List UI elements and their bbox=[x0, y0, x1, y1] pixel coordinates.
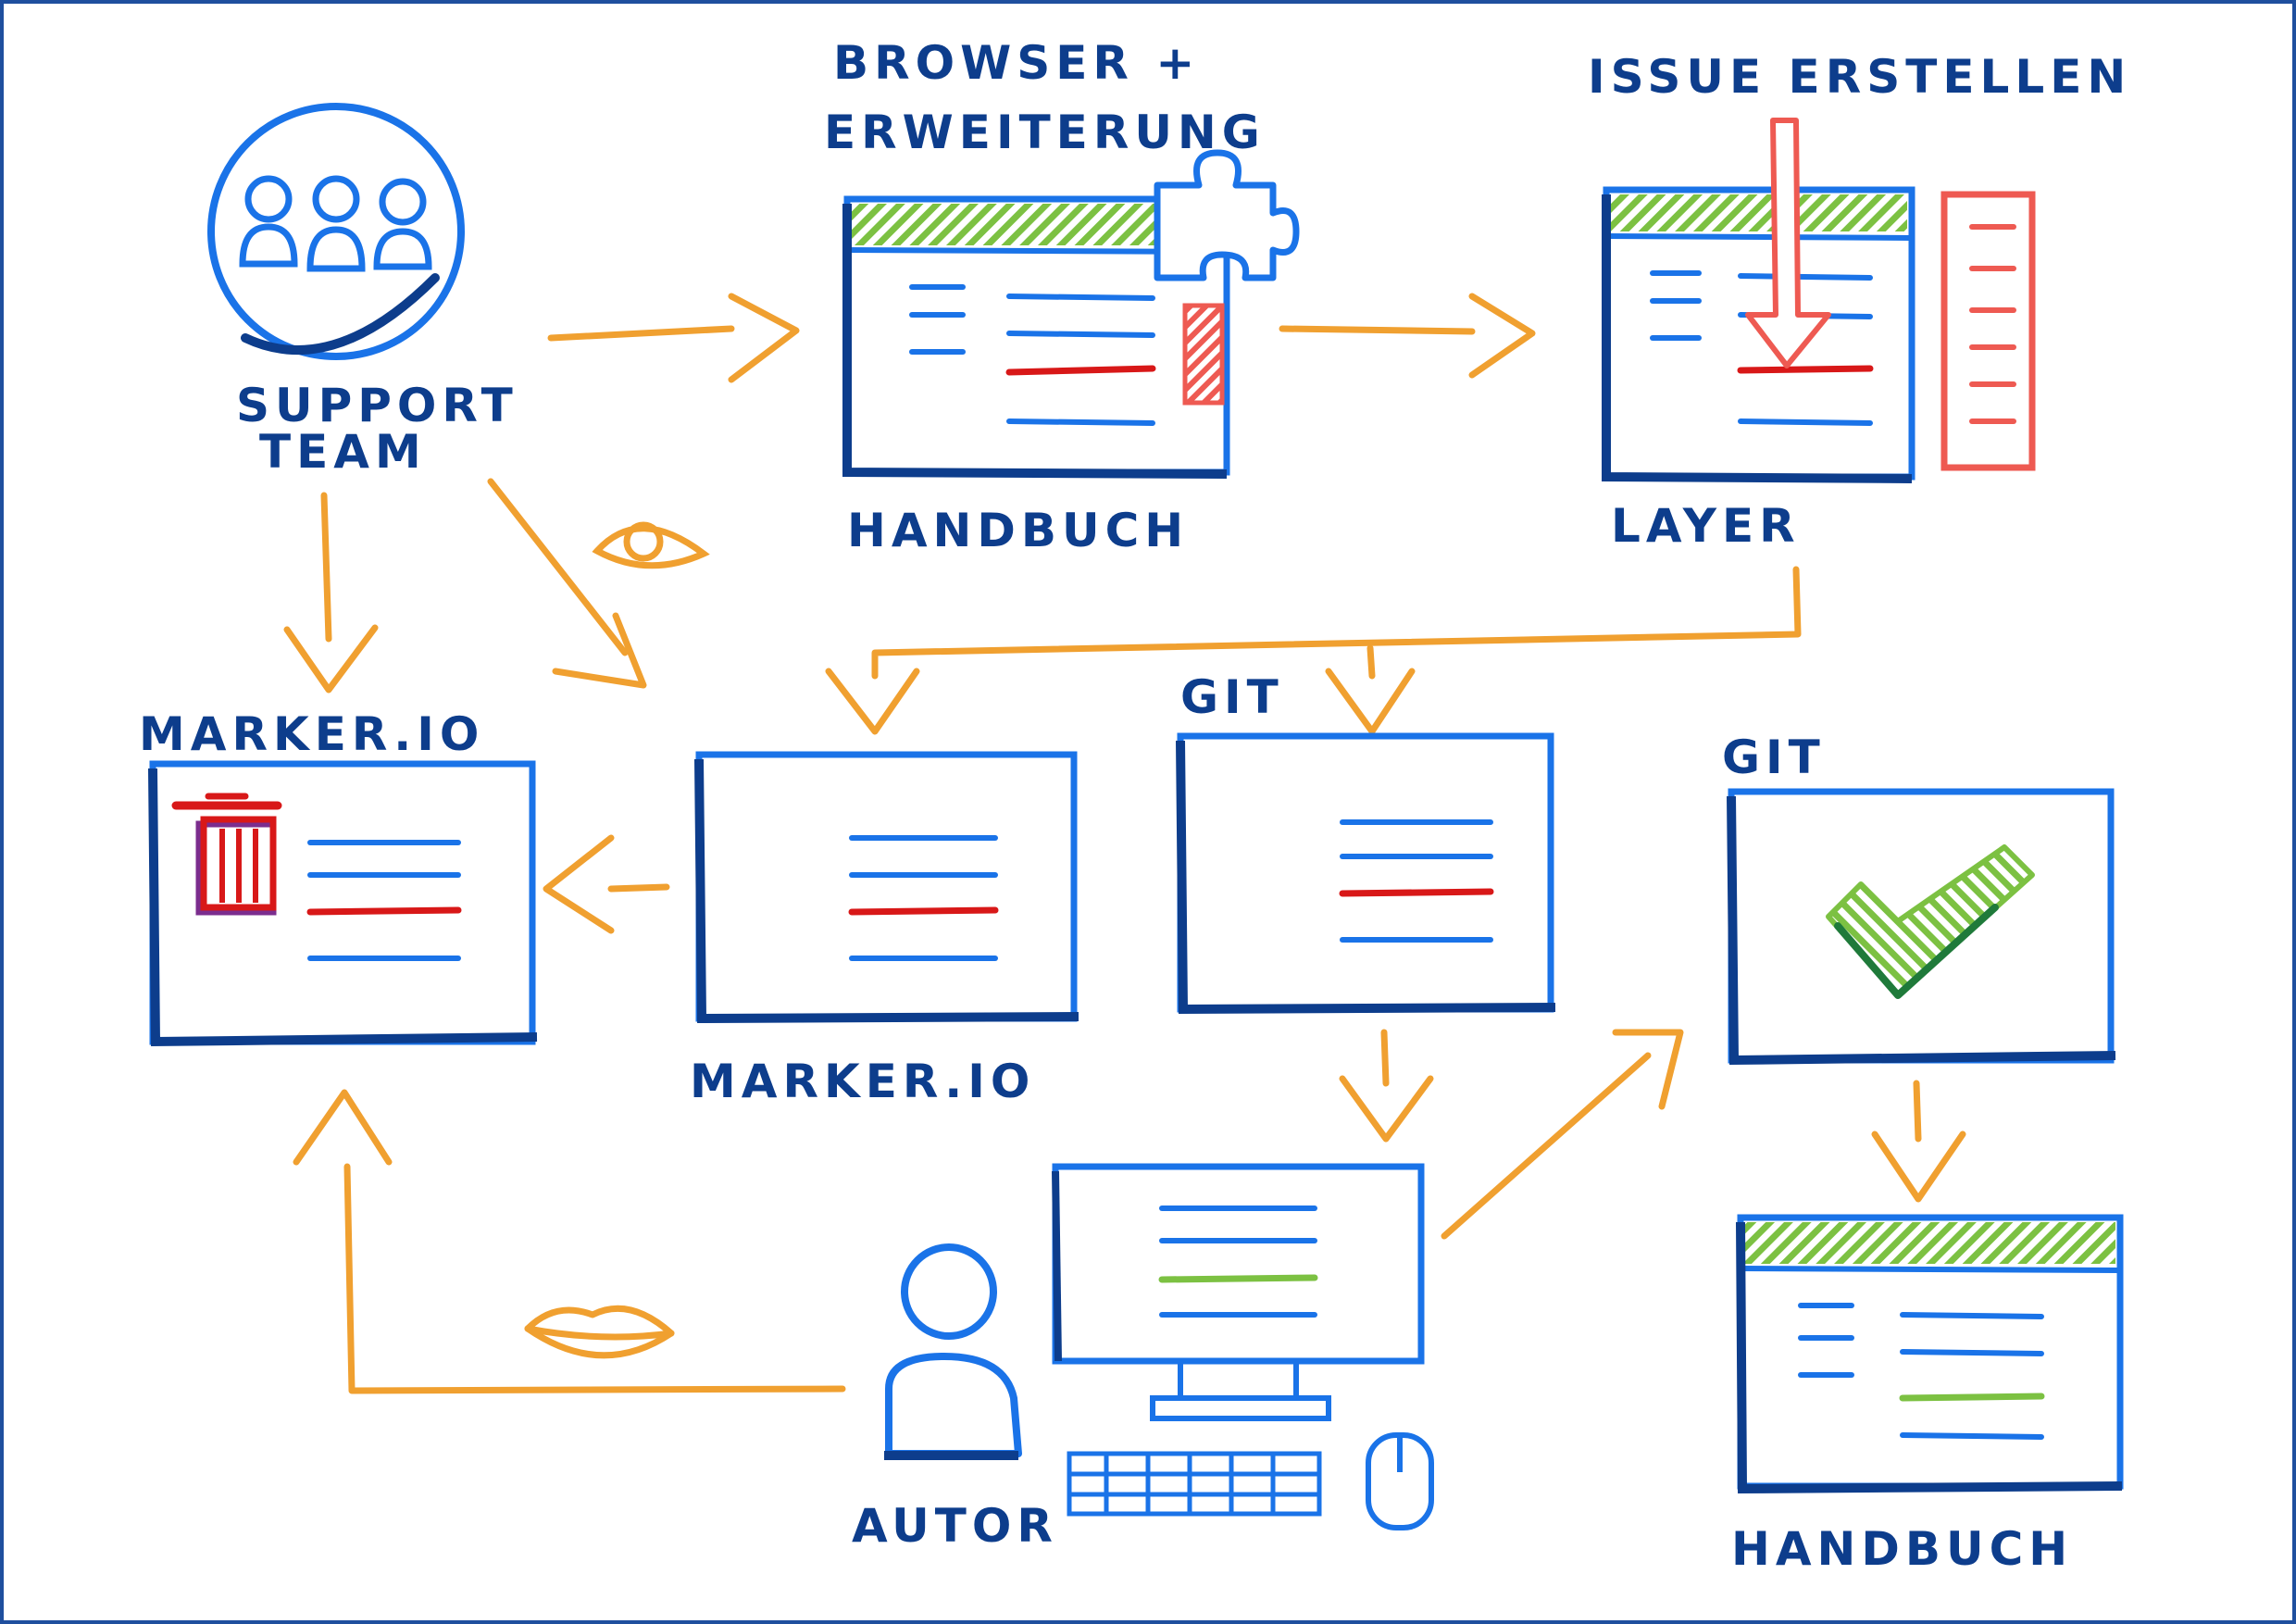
flow-arrows bbox=[283, 293, 1966, 1394]
git-mid-window bbox=[1176, 732, 1556, 1015]
arrow-head-computer-to-git bbox=[1612, 1029, 1684, 1110]
checkmark-icon bbox=[1826, 844, 2035, 999]
label-autor: AUTOR bbox=[852, 1499, 1058, 1553]
label-team: TEAM bbox=[259, 425, 427, 479]
browser-toolbar bbox=[852, 204, 1157, 245]
arrow-head-autor-to-marker bbox=[293, 1089, 393, 1166]
layer-browser-window bbox=[1602, 186, 1915, 483]
label-git-mid: GIT bbox=[1180, 670, 1284, 724]
arrow-head-layer-loop bbox=[825, 668, 920, 735]
marker-io-left-window bbox=[148, 760, 538, 1047]
eye-icon bbox=[592, 521, 710, 569]
label-git-right: GIT bbox=[1722, 731, 1826, 784]
arrow-head-support-to-handbuch bbox=[728, 293, 800, 383]
arrow-head-git-to-computer bbox=[1339, 1075, 1434, 1143]
arrow-to-git-mid bbox=[1366, 644, 1376, 680]
arrow-head-git-to-handbuch bbox=[1871, 1131, 1966, 1203]
arrow-git-to-handbuch bbox=[1913, 1080, 1922, 1143]
arrow-handbuch-to-layer bbox=[1279, 325, 1476, 335]
arrow-head-to-git-mid bbox=[1325, 668, 1416, 735]
marker-io-mid-window bbox=[694, 751, 1079, 1024]
puzzle-piece-icon bbox=[1154, 149, 1300, 281]
arrow-layer-loop bbox=[871, 566, 1802, 680]
arrow-computer-to-git bbox=[1441, 1052, 1652, 1240]
label-issue-erstellen: ISSUE ERSTELLEN bbox=[1588, 50, 2131, 104]
label-erweiterung: ERWEITERUNG bbox=[824, 106, 1266, 159]
label-support: SUPPORT bbox=[236, 379, 518, 432]
arrow-support-diagonal bbox=[487, 478, 629, 656]
arrow-marker-mid-to-left bbox=[607, 883, 670, 893]
arrow-head-handbuch-to-layer bbox=[1468, 293, 1536, 379]
mouse-icon bbox=[1366, 1432, 1434, 1530]
keyboard-icon bbox=[1067, 1451, 1322, 1517]
git-right-window bbox=[1727, 788, 2116, 1066]
people-group-icon bbox=[239, 175, 432, 272]
label-layer: LAYER bbox=[1611, 499, 1801, 553]
label-handbuch-bottom: HANDBUCH bbox=[1731, 1522, 2073, 1576]
highlight-marker bbox=[1182, 303, 1225, 406]
arrow-git-to-computer bbox=[1380, 1029, 1390, 1087]
handbuch-browser-window bbox=[842, 195, 1230, 479]
arrow-head-support-to-marker bbox=[283, 624, 379, 693]
handbuch-bottom-window bbox=[1736, 1214, 2124, 1494]
trash-can-icon bbox=[171, 793, 282, 916]
arrow-autor-to-marker bbox=[343, 1163, 846, 1394]
support-team-group bbox=[207, 103, 465, 360]
label-browser: BROWSER + bbox=[833, 36, 1200, 90]
person-icon bbox=[884, 1243, 1022, 1460]
arrow-support-to-handbuch bbox=[547, 325, 735, 342]
support-team-circle bbox=[207, 103, 465, 360]
desktop-computer-icon bbox=[1052, 1163, 1425, 1421]
lips-icon bbox=[524, 1305, 675, 1359]
label-marker-io-mid: MARKER.IO bbox=[690, 1055, 1035, 1108]
label-marker-io-left: MARKER.IO bbox=[139, 707, 484, 761]
label-handbuch-top: HANDBUCH bbox=[847, 504, 1189, 557]
arrow-head-marker-mid-to-left bbox=[543, 834, 615, 934]
arrow-head-support-diagonal bbox=[552, 612, 647, 689]
issue-arrow-icon bbox=[1745, 118, 1831, 369]
layer-panel bbox=[1940, 191, 2036, 471]
arrow-support-to-marker bbox=[320, 492, 332, 643]
